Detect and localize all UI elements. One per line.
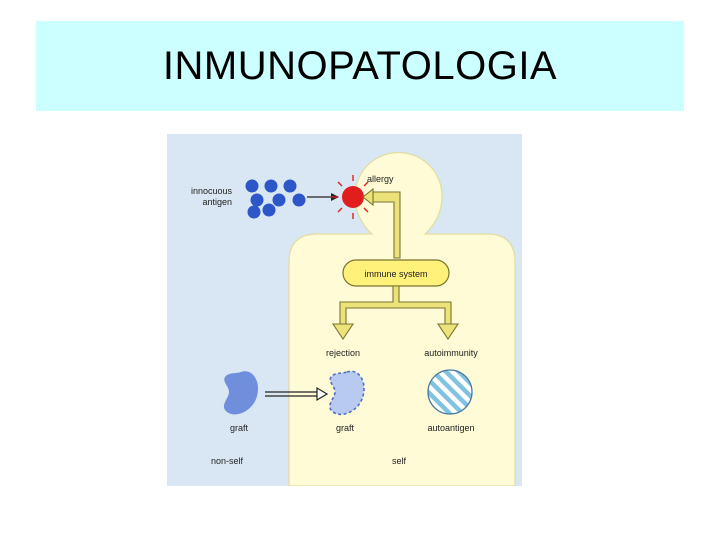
allergy-label: allergy <box>367 174 394 184</box>
graft-nonself-shape <box>223 371 259 415</box>
graft-transfer-arrow <box>265 386 329 402</box>
graft-nonself-label: graft <box>230 423 249 433</box>
innocuous-antigen-cluster <box>245 179 306 219</box>
non-self-label: non-self <box>211 456 244 466</box>
graft-self-label: graft <box>336 423 355 433</box>
slide-title: INMUNOPATOLOGIA <box>162 43 558 88</box>
immune-system-label: immune system <box>364 269 427 279</box>
autoantigen-icon <box>427 369 473 415</box>
self-label: self <box>392 456 407 466</box>
autoimmunity-label: autoimmunity <box>424 348 478 358</box>
innocuous-label-line1: innocuous <box>191 186 233 196</box>
graft-self-shape <box>329 370 365 416</box>
innocuous-label-line2: antigen <box>202 197 232 207</box>
immune-to-allergy-connector <box>362 187 401 259</box>
diagram-canvas: innocuous antigen allergy <box>167 134 522 486</box>
autoantigen-label: autoantigen <box>427 423 474 433</box>
slide-title-bar: INMUNOPATOLOGIA <box>36 21 684 111</box>
rejection-label: rejection <box>326 348 360 358</box>
immunopathology-diagram: innocuous antigen allergy <box>167 134 522 486</box>
immune-branch-arrows <box>331 285 460 340</box>
